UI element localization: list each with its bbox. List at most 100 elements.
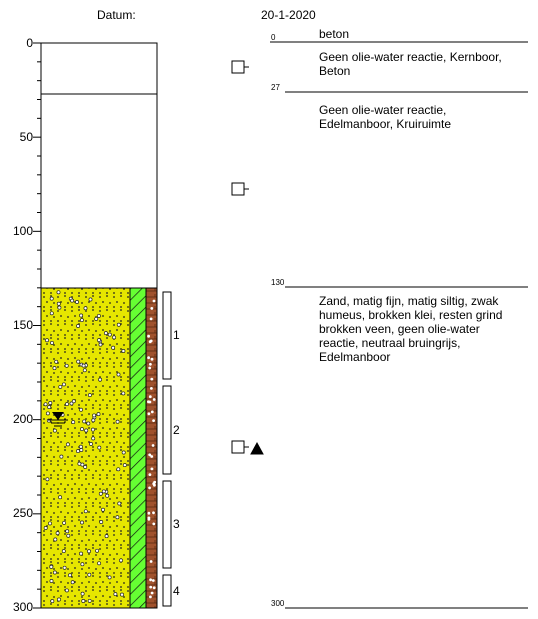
gravel-dot — [88, 297, 93, 302]
layer-depth: 27 — [271, 83, 280, 92]
date-value: 20-1-2020 — [261, 8, 316, 22]
filter-dot — [150, 377, 154, 381]
layer-description: Zand, matig fijn, matig siltig, zwak hum… — [319, 294, 503, 364]
gravel-dot — [122, 463, 127, 468]
gravel-dot — [50, 340, 54, 345]
triangle-marker-icon — [250, 441, 264, 455]
filter-dot — [151, 444, 155, 447]
gravel-dot — [121, 450, 126, 455]
axis-tick-label: 50 — [19, 130, 33, 144]
axis-tick-label: 100 — [12, 224, 33, 238]
gravel-dot — [115, 419, 120, 424]
gravel-dot — [81, 599, 86, 603]
layer-kruiruimte — [40, 93, 158, 289]
gravel-dot — [80, 427, 84, 432]
gravel-dot — [45, 338, 49, 343]
gravel-dot — [70, 298, 75, 303]
gravel-dot — [121, 349, 126, 353]
gravel-dot — [84, 428, 89, 433]
gravel-dot — [76, 324, 81, 328]
sample-box-4 — [162, 574, 172, 607]
gravel-dot — [57, 597, 61, 602]
gravel-dot — [95, 548, 100, 553]
gravel-dot — [71, 399, 76, 404]
gravel-dot — [91, 436, 96, 441]
gravel-dot — [83, 465, 88, 469]
gravel-dot — [75, 300, 79, 304]
sample-box-3 — [162, 480, 172, 569]
filter-dot — [150, 410, 154, 414]
gravel-dot — [49, 579, 54, 583]
gravel-dot — [62, 520, 67, 525]
boring-column — [40, 42, 158, 609]
gravel-dot — [78, 444, 83, 449]
gravel-dot — [70, 580, 75, 585]
filter-brown — [145, 287, 158, 609]
sample-boxes — [162, 291, 172, 607]
gravel-dot — [59, 454, 64, 459]
filter-dot — [149, 595, 152, 599]
sample-number: 2 — [173, 423, 180, 437]
depth-axis — [33, 42, 42, 609]
filter-dot — [152, 511, 155, 515]
layer-beton — [40, 42, 158, 95]
gravel-dot — [91, 427, 95, 432]
sample-box-2 — [162, 385, 172, 475]
filter-dot — [147, 511, 151, 515]
filter-dot — [152, 419, 156, 422]
filter-dot — [150, 467, 154, 471]
gravel-dot — [56, 290, 61, 295]
gravel-dot — [53, 537, 58, 542]
gravel-dot — [55, 531, 60, 536]
sample-number: 3 — [173, 517, 180, 531]
gravel-dot — [71, 420, 76, 425]
filter-dot — [152, 586, 156, 590]
gravel-dot — [43, 526, 48, 530]
gravel-dot — [82, 419, 87, 424]
gravel-dot — [87, 572, 92, 577]
oil-water-test-icon — [231, 182, 245, 196]
gravel-dot — [69, 401, 74, 406]
gravel-dot — [79, 448, 84, 452]
gravel-dot — [116, 322, 121, 327]
layer-sand — [40, 287, 131, 609]
gravel-dot — [57, 305, 62, 310]
gravel-dot — [61, 382, 66, 387]
gravel-dot — [65, 442, 70, 447]
gravel-dot — [87, 598, 92, 603]
filter-dot — [149, 362, 152, 366]
sample-number: 4 — [173, 584, 180, 598]
gravel-dot — [58, 384, 63, 389]
gravel-dot — [87, 549, 91, 554]
gravel-dot — [119, 558, 123, 563]
gravel-dot — [87, 393, 92, 398]
filter-dot — [147, 356, 151, 360]
gravel-dot — [116, 467, 121, 472]
gravel-dot — [115, 515, 120, 520]
gravel-dot — [64, 588, 69, 593]
filter-dot — [149, 585, 153, 589]
gravel-dot — [120, 592, 124, 597]
gravel-dot — [48, 401, 53, 405]
gravel-dot — [80, 520, 84, 525]
gravel-dot — [94, 316, 99, 321]
gravel-dot — [47, 405, 52, 410]
gravel-dot — [92, 413, 97, 418]
filter-dot — [148, 453, 152, 457]
gravel-dot — [62, 565, 67, 570]
gravel-dot — [79, 318, 84, 323]
gravel-dot — [52, 366, 57, 371]
sample-box-1 — [162, 291, 172, 380]
gravel-dot — [97, 338, 101, 343]
gravel-dot — [45, 411, 50, 416]
gravel-dot — [79, 407, 83, 412]
filter-dot — [147, 334, 151, 338]
gravel-dot — [98, 342, 103, 347]
filter-dot — [152, 398, 156, 401]
sample-number: 1 — [173, 328, 180, 342]
gravel-dot — [86, 421, 91, 426]
gravel-dot — [111, 345, 116, 350]
filter-dot — [150, 591, 154, 595]
gravel-dot — [101, 507, 105, 512]
field-test-symbols — [231, 60, 264, 455]
